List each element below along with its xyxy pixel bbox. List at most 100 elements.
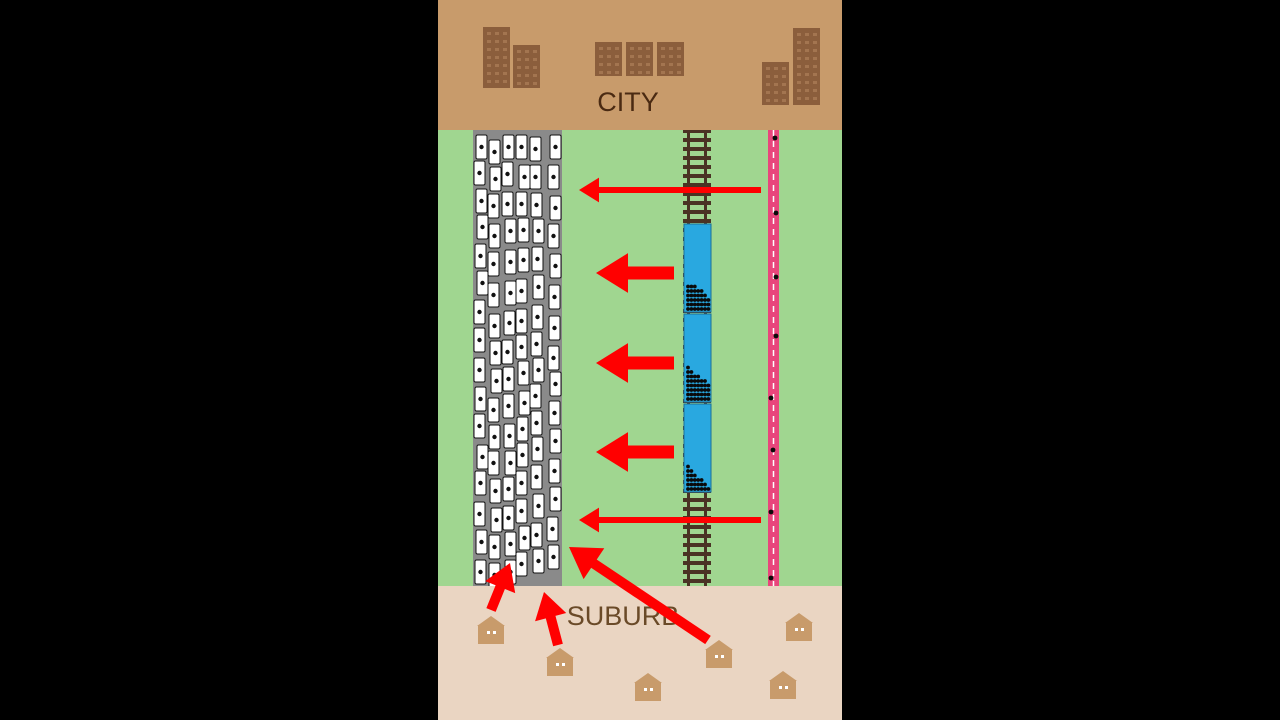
cyclist-dot-icon [768,395,774,401]
suburb-houses [477,613,813,701]
cyclist-dot-icon [772,135,778,141]
car-icon [532,548,545,574]
cyclist-dot-icon [768,575,774,581]
car-icon [516,442,529,468]
car-icon [532,357,545,383]
cyclist-dot-icon [773,210,779,216]
car-icon [517,360,530,386]
car-icon [515,191,528,217]
cyclists [768,135,779,581]
car-icon [549,371,562,397]
house-icon [785,613,813,641]
car-icon [548,458,561,484]
house-icon [477,616,505,644]
car-icon [530,192,543,218]
highway-cars [473,134,562,588]
arrow-icon [485,563,516,612]
car-icon [488,223,501,249]
car-icon [501,161,514,187]
car-icon [473,299,486,325]
car-icon [532,493,545,519]
car-icon [502,366,515,392]
city-label: CITY [597,87,659,117]
car-icon [501,191,514,217]
diagram-panel: CITY SUBURB [438,0,842,720]
car-icon [490,507,503,533]
car-icon [504,218,517,244]
building-icon [626,42,653,76]
arrow-icon [596,432,674,472]
car-icon [518,525,531,551]
building-icon [762,62,789,105]
car-icon [504,450,517,476]
arrow-icon [579,177,761,203]
car-icon [489,340,502,366]
car-icon [504,531,517,557]
car-icon [475,529,488,555]
train [683,223,712,493]
car-icon [473,413,486,439]
car-icon [549,486,562,512]
car-icon [475,134,488,160]
bike-lane [768,130,779,586]
house-icon [546,648,574,676]
car-icon [476,214,489,240]
car-icon [530,410,543,436]
car-icon [530,522,543,548]
arrow-icon [596,343,674,383]
house-icon [705,640,733,668]
car-icon [489,478,502,504]
train-car-icon [683,403,712,493]
car-icon [487,282,500,308]
car-icon [503,423,516,449]
car-icon [549,134,562,160]
car-icon [532,274,545,300]
car-icon [546,516,559,542]
car-icon [502,134,515,160]
car-icon [549,428,562,454]
house-icon [634,673,662,701]
car-icon [532,218,545,244]
car-icon [473,501,486,527]
car-icon [489,166,502,192]
car-icon [503,310,516,336]
arrow-icon [579,507,761,533]
car-icon [517,247,530,273]
car-icon [547,164,560,190]
car-icon [531,304,544,330]
car-icon [504,280,517,306]
car-icon [501,339,514,365]
car-icon [502,393,515,419]
cyclist-dot-icon [770,447,776,453]
car-icon [530,331,543,357]
house-icon [769,671,797,699]
car-icon [488,424,501,450]
car-icon [502,476,515,502]
car-icon [474,243,487,269]
car-icon [502,505,515,531]
car-icon [549,195,562,221]
car-icon [475,188,488,214]
car-icon [547,345,560,371]
city-buildings [483,27,820,105]
car-icon [515,334,528,360]
cyclist-dot-icon [768,509,774,515]
car-icon [487,193,500,219]
car-icon [531,436,544,462]
car-icon [473,160,486,186]
car-icon [515,134,528,160]
car-icon [487,251,500,277]
car-icon [516,416,529,442]
building-icon [595,42,622,76]
car-icon [473,357,486,383]
car-icon [474,386,487,412]
arrow-icon [596,253,674,293]
car-icon [487,450,500,476]
car-icon [548,284,561,310]
car-icon [515,470,528,496]
train-car-icon [683,313,712,403]
cyclist-dot-icon [773,333,779,339]
car-icon [474,559,487,585]
car-icon [529,136,542,162]
car-icon [518,390,531,416]
